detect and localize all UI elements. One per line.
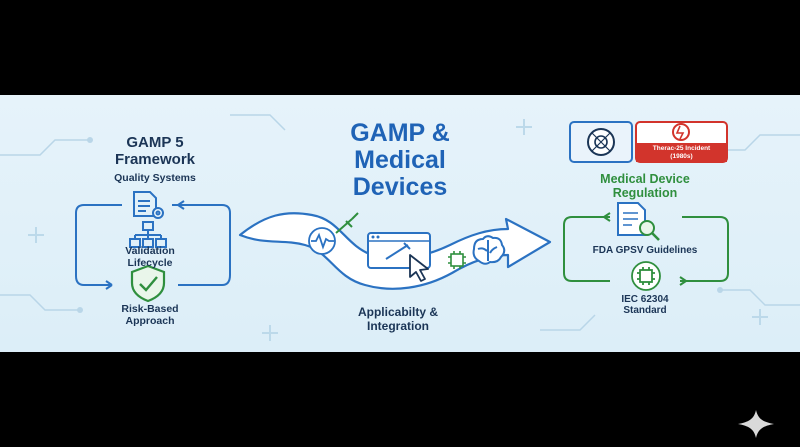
risk-line-1: Risk-Based xyxy=(121,303,179,315)
left-cycle-arrows xyxy=(75,200,231,290)
validation-line-1: Validation xyxy=(125,245,175,257)
regulation-line-2: Regulation xyxy=(612,186,678,200)
shield-check-icon xyxy=(130,264,166,303)
circuit-pattern xyxy=(0,114,800,331)
right-cycle-arrows xyxy=(563,212,729,286)
medical-device-icon xyxy=(569,121,633,163)
validation-line-2: Lifecycle xyxy=(127,257,173,269)
integration-caption: Applicabilty & Integration xyxy=(318,305,478,333)
diagram-artwork xyxy=(0,114,800,341)
plus-decorations xyxy=(28,119,768,341)
risk-line-2: Approach xyxy=(125,315,175,327)
gamp5-heading-line-2: Framework xyxy=(114,151,196,168)
device-regulation-heading: Medical Device Regulation xyxy=(560,172,730,200)
document-magnifier-icon xyxy=(617,202,660,241)
regulation-line-1: Medical Device xyxy=(600,172,690,186)
iec-line-2: Standard xyxy=(623,305,667,316)
brain-icon xyxy=(472,235,506,265)
iec-line-1: IEC 62304 xyxy=(621,294,669,305)
caption-line-2: Integration xyxy=(367,319,429,333)
document-gear-icon xyxy=(133,191,164,219)
quality-systems-label: Quality Systems xyxy=(114,172,196,184)
warning-icon xyxy=(672,123,690,141)
main-title-line-2: Medical xyxy=(354,146,446,174)
risk-based-label: Risk-Based Approach xyxy=(90,303,210,327)
caption-line-1: Applicabilty & xyxy=(357,305,438,319)
iec-62304-label: IEC 62304 Standard xyxy=(590,294,700,316)
gamp5-heading-line-1: GAMP 5 xyxy=(126,134,184,151)
infographic-panel: GAMP & Medical Devices GAMP 5 Framework … xyxy=(0,95,800,352)
processor-chip-icon xyxy=(631,261,661,291)
fda-gpsv-label: FDA GPSV Guidelines xyxy=(592,245,698,256)
incident-box xyxy=(635,121,728,163)
therac-incident-label: Therac-25 Incident (1980s) xyxy=(636,145,727,161)
gamp5-heading: GAMP 5 Framework xyxy=(80,134,230,168)
main-title-line-3: Devices xyxy=(352,173,448,201)
main-title: GAMP & Medical Devices xyxy=(300,120,500,201)
incident-line-1: Therac-25 Incident xyxy=(652,145,711,152)
cursor-icon xyxy=(409,254,429,282)
microchip-icon xyxy=(448,251,466,269)
validation-lifecycle-label: Validation Lifecycle xyxy=(90,245,210,269)
incident-line-2: (1980s) xyxy=(670,153,693,160)
syringe-icon xyxy=(335,212,359,234)
flowchart-icon xyxy=(129,221,167,248)
sparkle-icon xyxy=(738,410,774,438)
main-title-line-1: GAMP & xyxy=(350,119,450,147)
heartbeat-icon xyxy=(308,227,336,255)
